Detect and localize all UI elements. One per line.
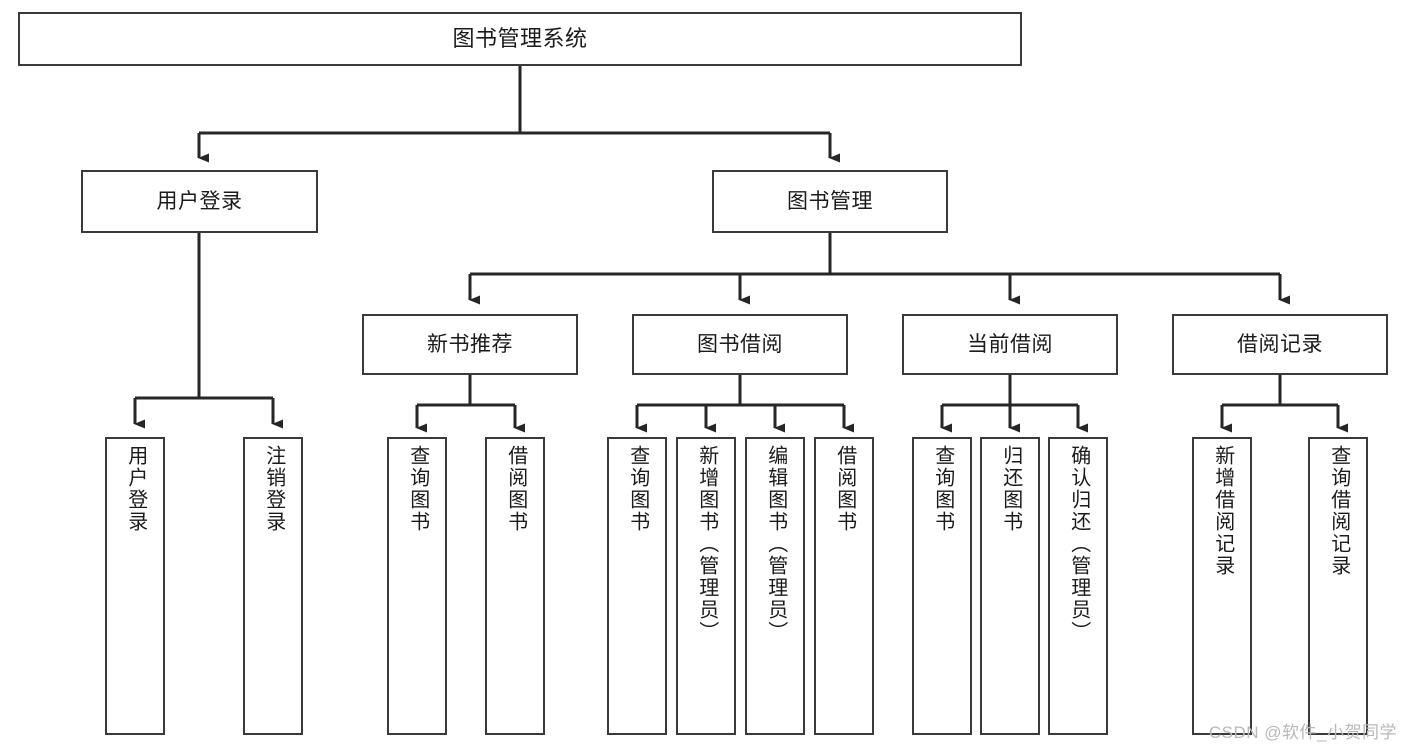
node-label: 查询图书 <box>931 445 954 533</box>
node-label: 查询借阅记录 <box>1327 445 1350 577</box>
node-label: 借阅记录 <box>1237 332 1323 356</box>
node-book-borrow[interactable]: 图书借阅 <box>632 314 848 375</box>
node-label: 图书管理 <box>787 189 873 213</box>
node-leaf-record-query[interactable]: 查询借阅记录 <box>1308 437 1368 735</box>
node-label: 新书推荐 <box>427 332 513 356</box>
node-leaf-borrow-query-book[interactable]: 查询图书 <box>607 437 667 735</box>
node-current-borrow[interactable]: 当前借阅 <box>902 314 1118 375</box>
node-book-manage[interactable]: 图书管理 <box>712 170 948 233</box>
node-leaf-rec-borrow-book[interactable]: 借阅图书 <box>485 437 545 735</box>
node-label: 借阅图书 <box>504 445 527 533</box>
node-label: 查询图书 <box>406 445 429 533</box>
node-label: 图书管理系统 <box>452 25 588 51</box>
node-borrow-record[interactable]: 借阅记录 <box>1172 314 1388 375</box>
node-new-book-recommend[interactable]: 新书推荐 <box>362 314 578 375</box>
node-leaf-borrow-add-book[interactable]: 新增图书（管理员） <box>676 437 736 735</box>
node-label: 编辑图书（管理员） <box>764 445 787 643</box>
node-label: 图书借阅 <box>697 332 783 356</box>
node-label: 当前借阅 <box>967 332 1053 356</box>
node-leaf-user-login[interactable]: 用户登录 <box>105 437 165 735</box>
node-leaf-current-return-book[interactable]: 归还图书 <box>980 437 1040 735</box>
node-leaf-borrow-edit-book[interactable]: 编辑图书（管理员） <box>745 437 805 735</box>
node-label: 查询图书 <box>626 445 649 533</box>
node-leaf-current-query-book[interactable]: 查询图书 <box>912 437 972 735</box>
node-leaf-current-confirm-return[interactable]: 确认归还（管理员） <box>1048 437 1108 735</box>
node-label: 新增借阅记录 <box>1211 445 1234 577</box>
node-leaf-record-add[interactable]: 新增借阅记录 <box>1192 437 1252 735</box>
node-label: 归还图书 <box>999 445 1022 533</box>
node-leaf-borrow-borrow-book[interactable]: 借阅图书 <box>814 437 874 735</box>
node-label: 注销登录 <box>262 445 285 533</box>
node-label: 用户登录 <box>124 445 147 533</box>
node-label: 新增图书（管理员） <box>695 445 718 643</box>
node-user-login[interactable]: 用户登录 <box>81 170 318 233</box>
node-leaf-user-logout[interactable]: 注销登录 <box>243 437 303 735</box>
node-label: 用户登录 <box>156 189 243 213</box>
csdn-watermark: CSDN @软件_小贺同学 <box>1208 723 1397 742</box>
node-leaf-rec-query-book[interactable]: 查询图书 <box>387 437 447 735</box>
node-label: 借阅图书 <box>833 445 856 533</box>
node-book-management-system[interactable]: 图书管理系统 <box>18 12 1022 66</box>
node-label: 确认归还（管理员） <box>1067 445 1090 643</box>
